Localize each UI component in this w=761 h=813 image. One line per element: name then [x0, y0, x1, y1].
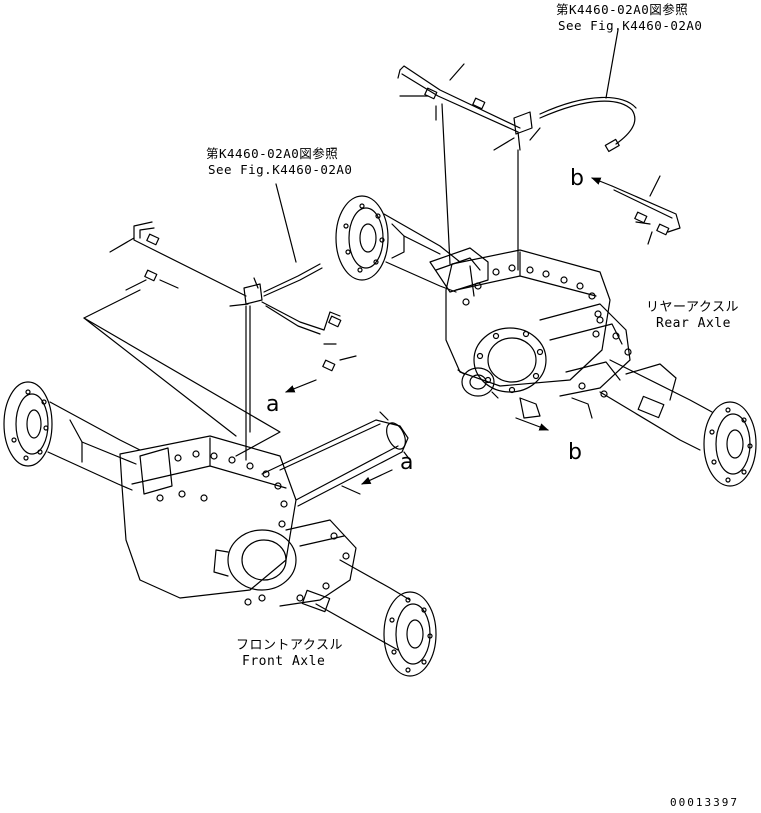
callout-arrows [285, 177, 613, 495]
rear-axle-label-jp: リヤーアクスル [646, 300, 739, 315]
front-axle-label-en: Front Axle [242, 654, 326, 669]
front-brake-piping [83, 183, 357, 461]
ref-center-jp: 第K4460-02A0図参照 [206, 146, 339, 161]
ref-top-right-en: See Fig.K4460-02A0 [558, 18, 703, 33]
rear-brake-piping [397, 29, 681, 271]
callout-a-lower: a [400, 450, 414, 475]
front-axle-label-jp: フロントアクスル [236, 638, 343, 653]
drawing-number: 00013397 [670, 796, 739, 809]
callout-a-upper: a [266, 392, 280, 417]
ref-top-right-jp: 第K4460-02A0図参照 [556, 2, 689, 17]
rear-axle-drawing [335, 195, 757, 487]
callout-b-upper: b [570, 166, 584, 191]
callout-b-lower: b [568, 440, 582, 465]
front-axle-drawing [3, 381, 437, 677]
ref-center-en: See Fig.K4460-02A0 [208, 162, 353, 177]
rear-axle-label-en: Rear Axle [656, 316, 731, 331]
